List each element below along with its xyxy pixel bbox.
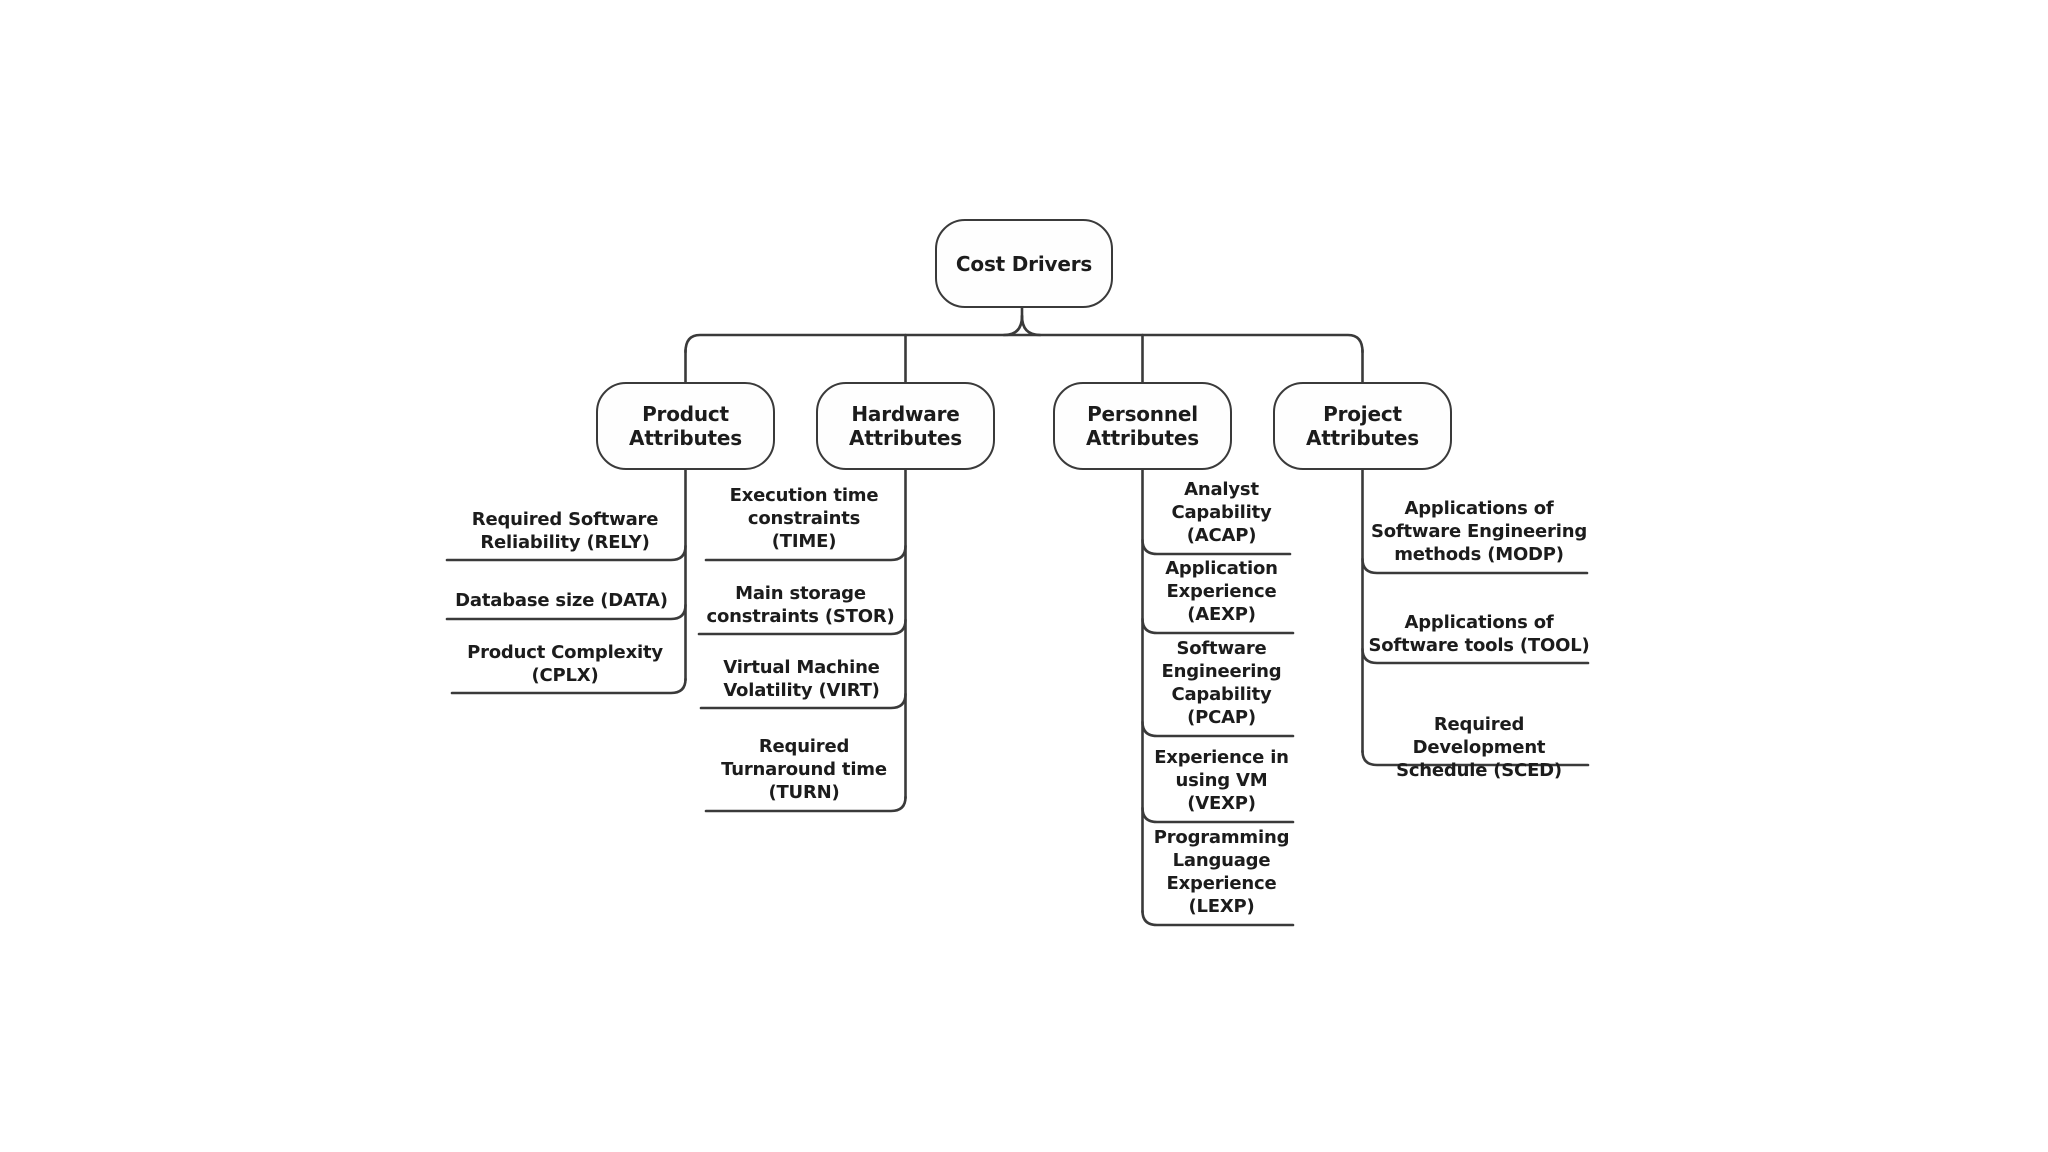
edge-leaf-stor bbox=[697, 618, 907, 636]
edge-leaf-cplx bbox=[450, 677, 687, 695]
branch-node-personnel-attributes: Personnel Attributes bbox=[1053, 382, 1232, 470]
edge-leaf-turn bbox=[704, 795, 907, 813]
leaf-lexp: Programming Language Experience (LEXP) bbox=[1153, 827, 1290, 917]
leaf-tool: Applications of Software tools (TOOL) bbox=[1368, 612, 1590, 656]
branch-node-product-attributes: Product Attributes bbox=[596, 382, 775, 470]
leaf-time: Execution time constraints (TIME) bbox=[729, 485, 879, 552]
leaf-turn: Required Turnaround time (TURN) bbox=[721, 736, 887, 803]
edge-leaf-vexp bbox=[1141, 806, 1295, 824]
leaf-sced: Required Development Schedule (SCED) bbox=[1396, 714, 1562, 781]
leaf-data: Database size (DATA) bbox=[455, 590, 668, 611]
leaf-virt: Virtual Machine Volatility (VIRT) bbox=[723, 657, 880, 701]
edge-leaf-acap bbox=[1141, 538, 1292, 556]
leaf-pcap: Software Engineering Capability (PCAP) bbox=[1161, 638, 1282, 728]
edge-leaf-virt bbox=[699, 692, 907, 710]
edge-leaf-rely bbox=[445, 544, 687, 562]
root-node-cost-drivers: Cost Drivers bbox=[935, 219, 1113, 308]
edge-leaf-tool bbox=[1361, 647, 1590, 665]
leaf-cplx: Product Complexity (CPLX) bbox=[467, 642, 663, 686]
leaf-acap: Analyst Capability (ACAP) bbox=[1171, 479, 1272, 546]
edge-leaf-sced bbox=[1361, 749, 1590, 767]
branch-node-project-attributes: Project Attributes bbox=[1273, 382, 1452, 470]
edge-root-flare-left bbox=[1002, 314, 1024, 337]
edge-horizontal-bus bbox=[684, 333, 1364, 354]
leaf-aexp: Application Experience (AEXP) bbox=[1165, 558, 1278, 625]
edge-leaf-modp bbox=[1361, 557, 1589, 575]
edge-leaf-time bbox=[704, 544, 907, 562]
branch-node-hardware-attributes: Hardware Attributes bbox=[816, 382, 995, 470]
edge-leaf-data bbox=[445, 603, 687, 621]
leaf-vexp: Experience in using VM (VEXP) bbox=[1154, 747, 1289, 814]
edge-leaf-aexp bbox=[1141, 617, 1295, 635]
edge-leaf-lexp bbox=[1141, 909, 1295, 927]
edge-root-flare-right bbox=[1020, 314, 1042, 337]
leaf-modp: Applications of Software Engineering met… bbox=[1370, 498, 1588, 565]
edge-leaf-pcap bbox=[1141, 720, 1295, 738]
leaf-stor: Main storage constraints (STOR) bbox=[706, 583, 895, 627]
leaf-rely: Required Software Reliability (RELY) bbox=[471, 509, 659, 553]
